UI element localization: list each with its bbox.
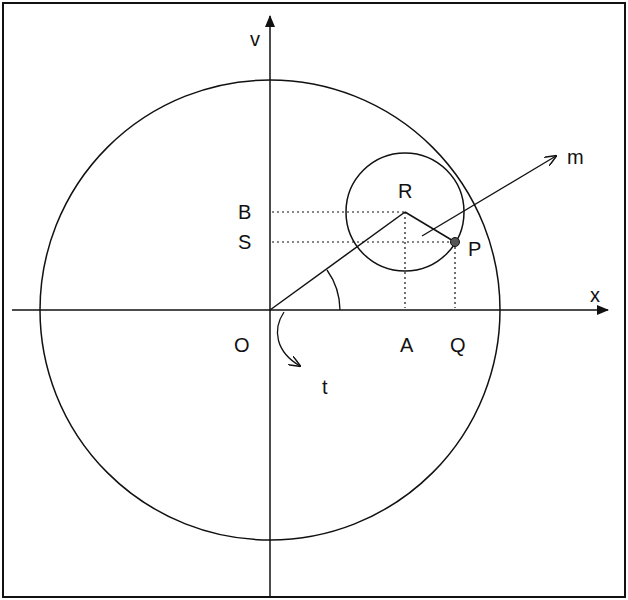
point-label: Q [448,334,468,356]
point-label: v [248,28,262,50]
frame [3,3,625,597]
point-label: m [565,146,586,168]
radius-rp [405,212,455,242]
rotation-arrow [277,312,300,366]
point-label: x [588,284,602,306]
point-label: O [232,334,252,356]
projection-lines [272,212,455,308]
v-axis [269,16,271,596]
point-label: S [236,231,253,253]
point-label: P [466,238,483,260]
x-axis [12,309,608,311]
point-label: A [398,334,415,356]
large-circle [40,80,500,540]
point-label: B [236,201,253,223]
radius-or [270,212,405,310]
point-label: R [396,180,414,202]
point-p [451,238,460,247]
point-label: t [320,376,330,398]
arrow-m [422,156,556,236]
angle-arc [327,270,340,310]
